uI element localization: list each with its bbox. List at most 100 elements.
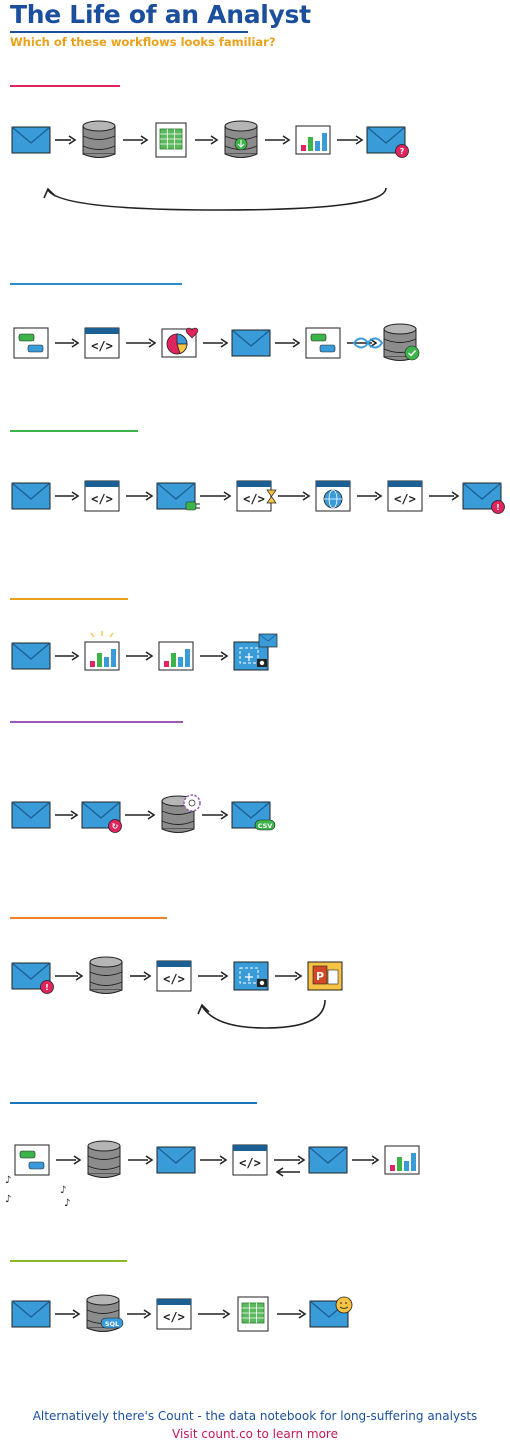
flow-arrow bbox=[55, 491, 80, 501]
svg-text:?: ? bbox=[400, 147, 405, 156]
section-underline-1 bbox=[10, 85, 120, 87]
screenshot-envelope-icon bbox=[233, 633, 278, 671]
code-icon: </> bbox=[84, 327, 120, 359]
envelope-sync-icon: ↻ bbox=[81, 801, 122, 833]
flow-arrow bbox=[55, 810, 79, 820]
flow-arrow bbox=[123, 135, 149, 145]
svg-text:</>: </> bbox=[394, 492, 416, 506]
envelope-icon bbox=[11, 642, 51, 670]
flow-arrow bbox=[200, 491, 232, 501]
chat-icon bbox=[14, 1144, 50, 1176]
svg-text:</>: </> bbox=[239, 1156, 261, 1170]
section-underline-7 bbox=[10, 1102, 257, 1104]
flow-arrow bbox=[198, 1309, 231, 1319]
code-icon: </> bbox=[232, 1144, 268, 1176]
dashboard-icon bbox=[295, 125, 331, 155]
tweak-loop-arrow bbox=[197, 999, 326, 1029]
envelope-forward-icon bbox=[11, 801, 51, 829]
flow-arrow bbox=[55, 651, 80, 661]
svg-text:</>: </> bbox=[91, 492, 113, 506]
envelope-icon bbox=[11, 126, 51, 154]
envelope-icon bbox=[11, 482, 51, 510]
powerpoint-icon: P bbox=[307, 961, 343, 991]
chat-icon bbox=[13, 327, 49, 359]
svg-text:↻: ↻ bbox=[112, 822, 119, 831]
flow-arrow bbox=[337, 135, 364, 145]
svg-text:♪: ♪ bbox=[5, 1175, 11, 1186]
code-icon: </> bbox=[84, 480, 120, 512]
page-subtitle: Which of these workflows looks familiar? bbox=[10, 35, 276, 49]
envelope-plug-icon bbox=[156, 482, 200, 511]
svg-text:</>: </> bbox=[91, 339, 113, 353]
database-download-icon bbox=[224, 120, 258, 158]
footer-link[interactable]: Visit count.co to learn more bbox=[172, 1427, 338, 1441]
footer-tagline: Alternatively there's Count - the data n… bbox=[32, 1409, 478, 1423]
envelope-question-icon: ? bbox=[366, 126, 409, 158]
flow-arrow bbox=[55, 1309, 81, 1319]
code-icon: </> bbox=[156, 1298, 192, 1330]
envelope-icon bbox=[231, 329, 271, 357]
dashboard-icon bbox=[384, 1145, 420, 1175]
flow-arrow bbox=[200, 651, 229, 661]
flow-arrow bbox=[198, 971, 229, 981]
svg-text:!: ! bbox=[45, 983, 49, 992]
flow-arrow bbox=[195, 135, 219, 145]
flow-arrow bbox=[278, 491, 311, 501]
envelope-icon bbox=[11, 1300, 51, 1328]
page-title: The Life of an Analyst bbox=[10, 0, 311, 29]
database-icon bbox=[89, 956, 123, 994]
database-sql-icon: SQL bbox=[86, 1294, 124, 1332]
flow-arrow bbox=[56, 1155, 82, 1165]
database-icon bbox=[82, 120, 116, 158]
spreadsheet-icon bbox=[237, 1296, 269, 1332]
sync-icon bbox=[352, 337, 384, 349]
flow-arrow bbox=[127, 1309, 152, 1319]
browser-globe-icon bbox=[315, 480, 351, 512]
svg-text:</>: </> bbox=[243, 492, 265, 506]
flow-arrow bbox=[203, 338, 229, 348]
section-underline-3 bbox=[10, 430, 138, 432]
svg-text:P: P bbox=[316, 970, 324, 983]
svg-text:!: ! bbox=[496, 503, 500, 512]
flow-arrow bbox=[55, 338, 80, 348]
svg-text:♪: ♪ bbox=[5, 1194, 11, 1205]
svg-text:♪: ♪ bbox=[60, 1185, 66, 1196]
section-underline-5 bbox=[10, 721, 183, 723]
flow-arrow bbox=[429, 491, 460, 501]
pie-heart-icon bbox=[161, 327, 199, 358]
flow-arrow bbox=[275, 971, 303, 981]
back-arrow bbox=[275, 1167, 300, 1177]
flow-arrow bbox=[275, 338, 301, 348]
section-underline-6 bbox=[10, 917, 167, 919]
svg-text:</>: </> bbox=[163, 1310, 185, 1324]
section-underline-8 bbox=[10, 1260, 127, 1262]
flow-arrow bbox=[55, 971, 84, 981]
flow-arrow bbox=[274, 1155, 306, 1165]
screenshot-icon bbox=[233, 961, 269, 991]
svg-text:CSV: CSV bbox=[258, 822, 273, 830]
flow-arrow bbox=[202, 810, 229, 820]
code-hourglass-icon: </> bbox=[236, 480, 277, 512]
svg-text:♪: ♪ bbox=[64, 1198, 70, 1209]
envelope-alert-icon: ! bbox=[11, 962, 54, 994]
flow-arrow bbox=[277, 1309, 307, 1319]
envelope-icon bbox=[156, 1146, 196, 1174]
flow-arrow bbox=[130, 971, 152, 981]
envelope-icon bbox=[308, 1146, 348, 1174]
envelope-csv-icon: CSV bbox=[231, 801, 276, 831]
database-check-icon bbox=[383, 323, 420, 361]
chat-icon bbox=[305, 327, 341, 359]
envelope-alert-icon: ! bbox=[462, 482, 505, 514]
code-icon: </> bbox=[156, 960, 192, 992]
flow-arrow bbox=[125, 810, 156, 820]
section-underline-4 bbox=[10, 598, 128, 600]
flow-arrow bbox=[126, 491, 154, 501]
spreadsheet-icon bbox=[155, 122, 187, 158]
svg-text:</>: </> bbox=[163, 972, 185, 986]
envelope-smirk-icon bbox=[309, 1296, 353, 1328]
section-underline-2 bbox=[10, 283, 182, 285]
dashboard-shine-icon bbox=[84, 631, 120, 671]
database-gear-icon bbox=[161, 794, 201, 833]
